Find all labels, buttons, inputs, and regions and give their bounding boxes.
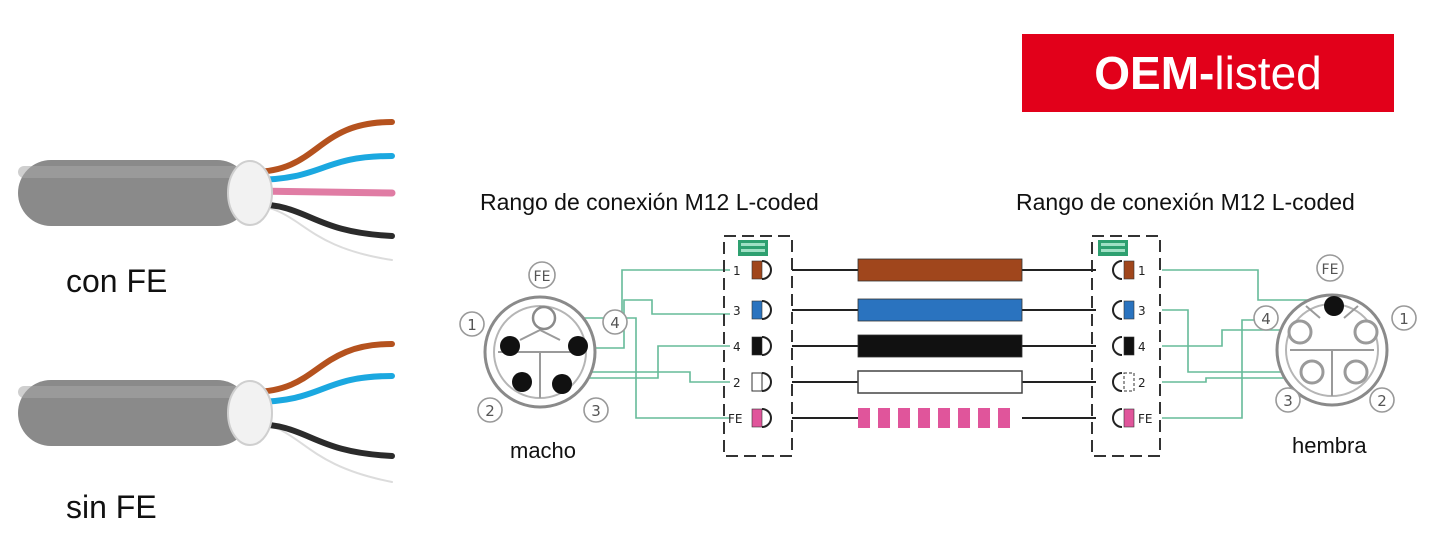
right-terminal-pin (1123, 336, 1135, 356)
female-face-number-2: 2 (1377, 392, 1387, 410)
wire-core (857, 298, 1023, 322)
wire-core (857, 370, 1023, 394)
cable-with-fe-label: con FE (66, 263, 167, 299)
wire-core-segment (918, 408, 930, 428)
right-terminal-number: 1 (1138, 264, 1146, 278)
male-connector-face: FE 1 4 2 3 macho (459, 261, 628, 463)
left-terminal-contact (761, 372, 772, 392)
male-pin-4 (568, 336, 588, 356)
female-face-number-3: 3 (1283, 392, 1293, 410)
female-label: hembra (1292, 433, 1367, 458)
male-face-number-1: 1 (467, 316, 477, 334)
male-pin-3 (552, 374, 572, 394)
right-terminal-number: 2 (1138, 376, 1146, 390)
left-terminal-pin (751, 372, 763, 392)
right-terminal-number: FE (1138, 412, 1152, 426)
right-terminal-contact (1112, 260, 1123, 280)
left-terminal-pin (751, 408, 763, 428)
wire-core (857, 258, 1023, 282)
left-terminal-number: FE (728, 412, 742, 426)
right-terminal-contact (1112, 300, 1123, 320)
cable-end-shield (227, 160, 273, 226)
cable-without-fe-label: sin FE (66, 489, 157, 525)
wire-core-segment (958, 408, 970, 428)
left-terminal-contact (761, 300, 772, 320)
male-pin-1 (500, 336, 520, 356)
left-terminal-number: 4 (733, 340, 741, 354)
left-terminal-number: 2 (733, 376, 741, 390)
right-terminal-number: 3 (1138, 304, 1146, 318)
cable-without-fe-illustration: sin FE (18, 341, 399, 525)
female-pin-1 (1353, 319, 1379, 345)
right-terminal-pin (1123, 300, 1135, 320)
left-terminal-number: 3 (733, 304, 741, 318)
female-pin-4 (1287, 319, 1313, 345)
male-face-number-2: 2 (485, 402, 495, 420)
oem-listed-badge: OEM-listed (1022, 34, 1394, 112)
wire-row-pin-fe: FE FE (728, 408, 1152, 428)
male-face-number-3: 3 (591, 402, 601, 420)
right-terminal-pin (1123, 408, 1135, 428)
right-terminal-contact (1112, 408, 1123, 428)
wire-core-segment (898, 408, 910, 428)
left-terminal-contact (761, 408, 772, 428)
right-terminal-pin (1123, 372, 1135, 392)
right-connection-title: Rango de conexión M12 L-coded (1016, 189, 1355, 215)
right-termination-box (1091, 235, 1161, 457)
male-face-fe-mark: FE (534, 269, 551, 285)
wire-core-segment (998, 408, 1010, 428)
left-terminal-pin (751, 260, 763, 280)
male-fe-pin (531, 305, 557, 331)
right-terminal-number: 4 (1138, 340, 1146, 354)
male-pin-2 (512, 372, 532, 392)
left-connection-title: Rango de conexión M12 L-coded (480, 189, 819, 215)
right-terminal-contact (1112, 336, 1123, 356)
right-terminal-pin (1123, 260, 1135, 280)
wire-core-segment (858, 408, 870, 428)
wire-core (857, 334, 1023, 358)
left-terminal-pin (751, 300, 763, 320)
male-face-number-4: 4 (610, 314, 620, 332)
left-terminal-number: 1 (733, 264, 741, 278)
cable-with-fe-illustration: con FE (18, 119, 399, 299)
wire-core-segment (978, 408, 990, 428)
badge-text-bold: OEM- (1094, 47, 1214, 99)
left-terminal-contact (761, 336, 772, 356)
left-termination-box (723, 235, 793, 457)
cable-end-shield (227, 380, 273, 446)
right-terminal-contact (1112, 372, 1123, 392)
female-face-number-4: 4 (1261, 310, 1271, 328)
wire-core-segment (878, 408, 890, 428)
badge-text-light: listed (1214, 47, 1321, 99)
svg-text:OEM-listed: OEM-listed (1094, 47, 1322, 99)
female-pin-2 (1343, 359, 1369, 385)
female-face-number-1: 1 (1399, 310, 1409, 328)
female-fe-pin (1324, 296, 1344, 316)
female-face-fe-mark: FE (1322, 262, 1339, 278)
female-pin-3 (1299, 359, 1325, 385)
male-label: macho (510, 438, 576, 463)
left-terminal-contact (761, 260, 772, 280)
female-connector-face: FE 1 4 3 2 hembra (1253, 254, 1417, 458)
left-terminal-pin (751, 336, 763, 356)
wire-core-segment (938, 408, 950, 428)
